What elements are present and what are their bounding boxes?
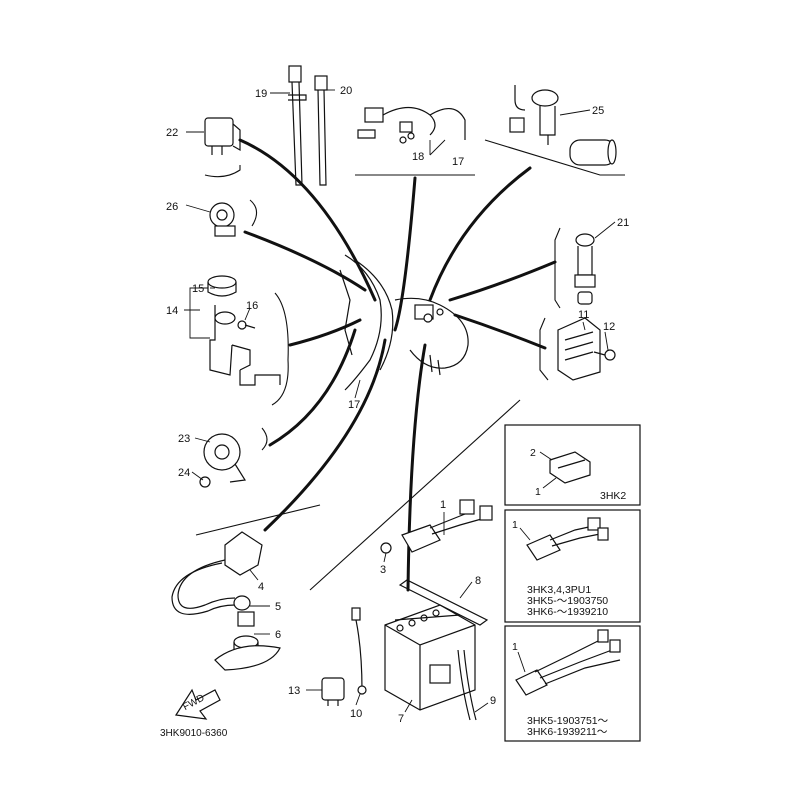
horn-23 bbox=[199, 433, 247, 488]
inset-3hk5: 1 3HK5-1903751～ 3HK6-1939211～ bbox=[504, 625, 641, 742]
regulator-11 bbox=[557, 317, 601, 381]
callout-3: 3 bbox=[380, 564, 386, 576]
relay-13 bbox=[321, 677, 345, 706]
battery-band-8 bbox=[398, 579, 489, 626]
callout-19: 19 bbox=[255, 88, 267, 100]
sub-harness-17 bbox=[357, 106, 466, 144]
wire-harness bbox=[238, 138, 557, 592]
callout-20: 20 bbox=[340, 85, 352, 97]
callout-26: 26 bbox=[166, 201, 178, 213]
callout-25: 25 bbox=[592, 105, 604, 117]
ignition-coil-4 bbox=[171, 531, 281, 671]
breather-pipe-9 bbox=[457, 649, 477, 721]
leader-lines bbox=[184, 89, 616, 713]
callout-16: 16 bbox=[246, 300, 258, 312]
callout-15: 15 bbox=[192, 283, 204, 295]
callout-4: 4 bbox=[258, 581, 264, 593]
group-brackets bbox=[195, 139, 625, 591]
inset-3hk2-part-2: 2 bbox=[530, 447, 536, 459]
callout-23: 23 bbox=[178, 433, 190, 445]
inset-3hk5-model-a: 3HK5-1903751～ bbox=[527, 715, 609, 727]
callout-18: 18 bbox=[412, 151, 424, 163]
inset-3hk2: 2 1 3HK2 bbox=[504, 424, 641, 506]
inset-3hk2-model: 3HK2 bbox=[600, 490, 626, 502]
inset-3hk3-model-c: 3HK6-～1939210 bbox=[527, 606, 608, 618]
callout-13: 13 bbox=[288, 685, 300, 697]
callout-22: 22 bbox=[166, 127, 178, 139]
bulb-socket-21 bbox=[574, 233, 596, 305]
callout-1: 1 bbox=[440, 499, 446, 511]
callout-17-top: 17 bbox=[452, 156, 464, 168]
callout-5: 5 bbox=[275, 601, 281, 613]
callout-14: 14 bbox=[166, 305, 178, 317]
battery-lead-10 bbox=[351, 607, 367, 695]
inset-3hk3-model-b: 3HK5-～1903750 bbox=[527, 595, 608, 607]
callout-12: 12 bbox=[603, 321, 615, 333]
callout-6: 6 bbox=[275, 629, 281, 641]
callout-11: 11 bbox=[578, 309, 589, 321]
cable-tie-19 bbox=[288, 65, 307, 186]
fuel-sender-25 bbox=[509, 85, 617, 166]
inset-3hk3: 1 3HK3,4,3PU1 3HK5-～1903750 3HK6-～193921… bbox=[504, 509, 641, 623]
sensor-26 bbox=[209, 202, 236, 237]
callout-9: 9 bbox=[490, 695, 496, 707]
callout-21: 21 bbox=[617, 217, 629, 229]
callout-10: 10 bbox=[350, 708, 362, 720]
bolt-12 bbox=[593, 349, 616, 361]
frame-outline bbox=[339, 254, 469, 391]
inset-3hk2-part-1: 1 bbox=[535, 486, 541, 498]
inset-3hk3-model-a: 3HK3,4,3PU1 bbox=[527, 584, 591, 596]
drawing-code: 3HK9010-6360 bbox=[160, 728, 228, 739]
relay-22 bbox=[204, 117, 241, 155]
inset-3hk5-model-b: 3HK6-1939211～ bbox=[527, 726, 608, 738]
callout-24: 24 bbox=[178, 467, 190, 479]
callout-8: 8 bbox=[475, 575, 481, 587]
cdi-unit-1 bbox=[380, 499, 493, 554]
cable-tie-20 bbox=[314, 75, 328, 186]
inset-3hk5-part-1: 1 bbox=[512, 641, 518, 653]
main-switch-14 bbox=[207, 275, 281, 386]
callout-numbers: 19 20 22 18 17 25 26 21 15 16 14 11 12 1… bbox=[166, 85, 629, 725]
callout-17-center: 17 bbox=[348, 399, 360, 411]
battery-7 bbox=[384, 604, 476, 711]
fwd-arrow-icon: FWD bbox=[174, 688, 221, 720]
inset-3hk3-part-1: 1 bbox=[512, 519, 518, 531]
callout-7: 7 bbox=[398, 713, 404, 725]
